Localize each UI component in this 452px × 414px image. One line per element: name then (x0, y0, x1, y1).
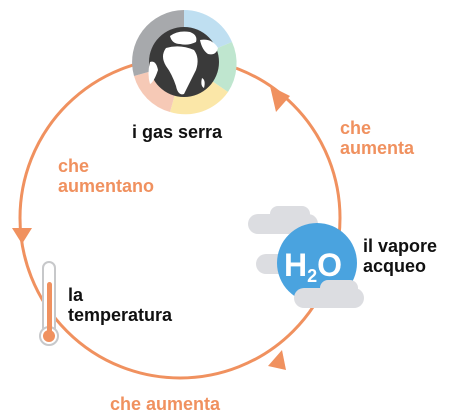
cycle-arrow-top-right (270, 86, 290, 112)
water-vapor-label-line1: il vapore (363, 236, 438, 256)
cycle-arrow-left (12, 228, 32, 244)
edge-label-temperature-to-gases: che aumentano (58, 156, 154, 196)
h2o-cloud-icon: H2O (248, 206, 364, 308)
h2o-h: H (284, 247, 307, 283)
temperature-label: la temperatura (68, 285, 172, 325)
temperature-label-line1: la (68, 285, 84, 305)
edge-label-vapor-to-temperature: che aumenta (110, 394, 221, 414)
edge-label-gases-to-vapor-line2: aumenta (340, 138, 415, 159)
h2o-sub: 2 (307, 266, 317, 286)
temperature-label-line2: temperatura (68, 305, 173, 326)
h2o-o: O (317, 247, 342, 283)
edge-label-temperature-to-gases-line2: aumentano (58, 176, 155, 197)
edge-label-gases-to-vapor: che aumenta (340, 118, 414, 158)
svg-text:H2O: H2O (284, 247, 342, 286)
edge-label-temperature-to-gases-line1: che (58, 156, 90, 176)
thermometer-icon (39, 261, 59, 346)
water-vapor-label-line2: acqueo (363, 256, 427, 277)
gases-label: i gas serra (132, 122, 223, 142)
globe-icon (132, 10, 237, 115)
water-vapor-label: il vapore acqueo (363, 236, 437, 276)
cycle-arrow-bottom-right (268, 350, 286, 370)
edge-label-gases-to-vapor-line1: che (340, 118, 372, 138)
